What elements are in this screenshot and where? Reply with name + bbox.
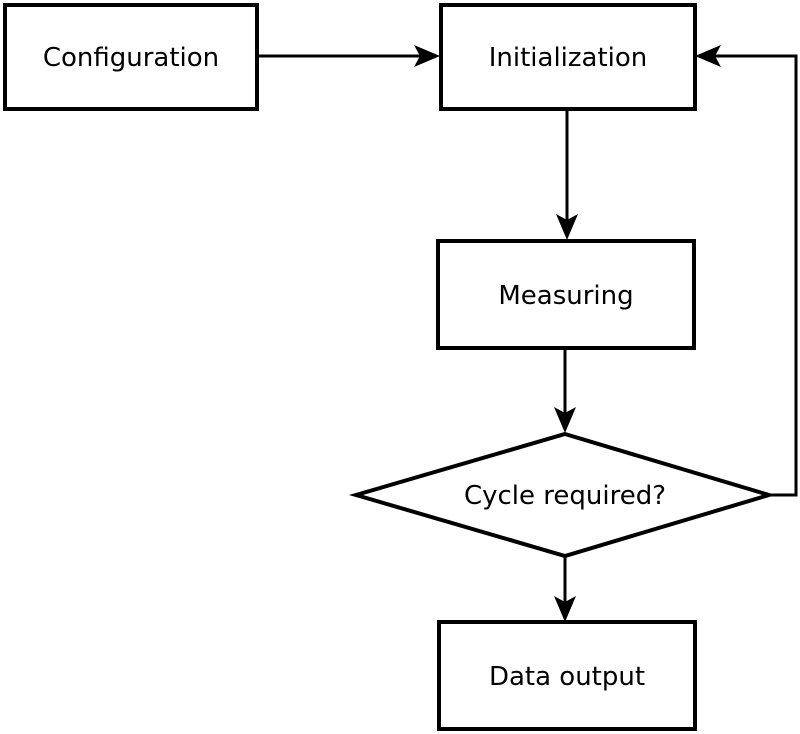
configuration-label: Configuration	[43, 43, 219, 73]
arrowhead-left-icon	[695, 45, 721, 67]
node-cycle-required: Cycle required?	[348, 431, 776, 559]
node-measuring: Measuring	[436, 239, 696, 350]
arrowhead-right-icon	[414, 45, 440, 67]
node-initialization: Initialization	[439, 3, 697, 111]
arrowhead-down-icon	[556, 214, 578, 240]
initialization-box	[439, 3, 697, 111]
edge-cycle-required-to-initialization-feedback	[695, 45, 798, 497]
edge-cycle-required-to-data-output	[554, 557, 576, 622]
edge-measuring-to-cycle-required	[554, 348, 576, 433]
measuring-label: Measuring	[498, 281, 633, 311]
arrowhead-down-icon	[554, 407, 576, 433]
configuration-box	[3, 3, 259, 111]
cycle-required-diamond	[348, 431, 776, 559]
data-output-label: Data output	[489, 662, 645, 692]
data-output-box	[437, 620, 697, 731]
arrowhead-down-icon	[554, 596, 576, 622]
cycle-required-label: Cycle required?	[464, 481, 666, 511]
edge-line-feedback-loop	[711, 54, 798, 497]
initialization-label: Initialization	[489, 43, 648, 73]
measuring-box	[436, 239, 696, 350]
edge-initialization-to-measuring	[556, 110, 578, 240]
node-data-output: Data output	[437, 620, 697, 731]
edge-configuration-to-initialization	[257, 45, 440, 67]
node-configuration: Configuration	[3, 3, 259, 111]
